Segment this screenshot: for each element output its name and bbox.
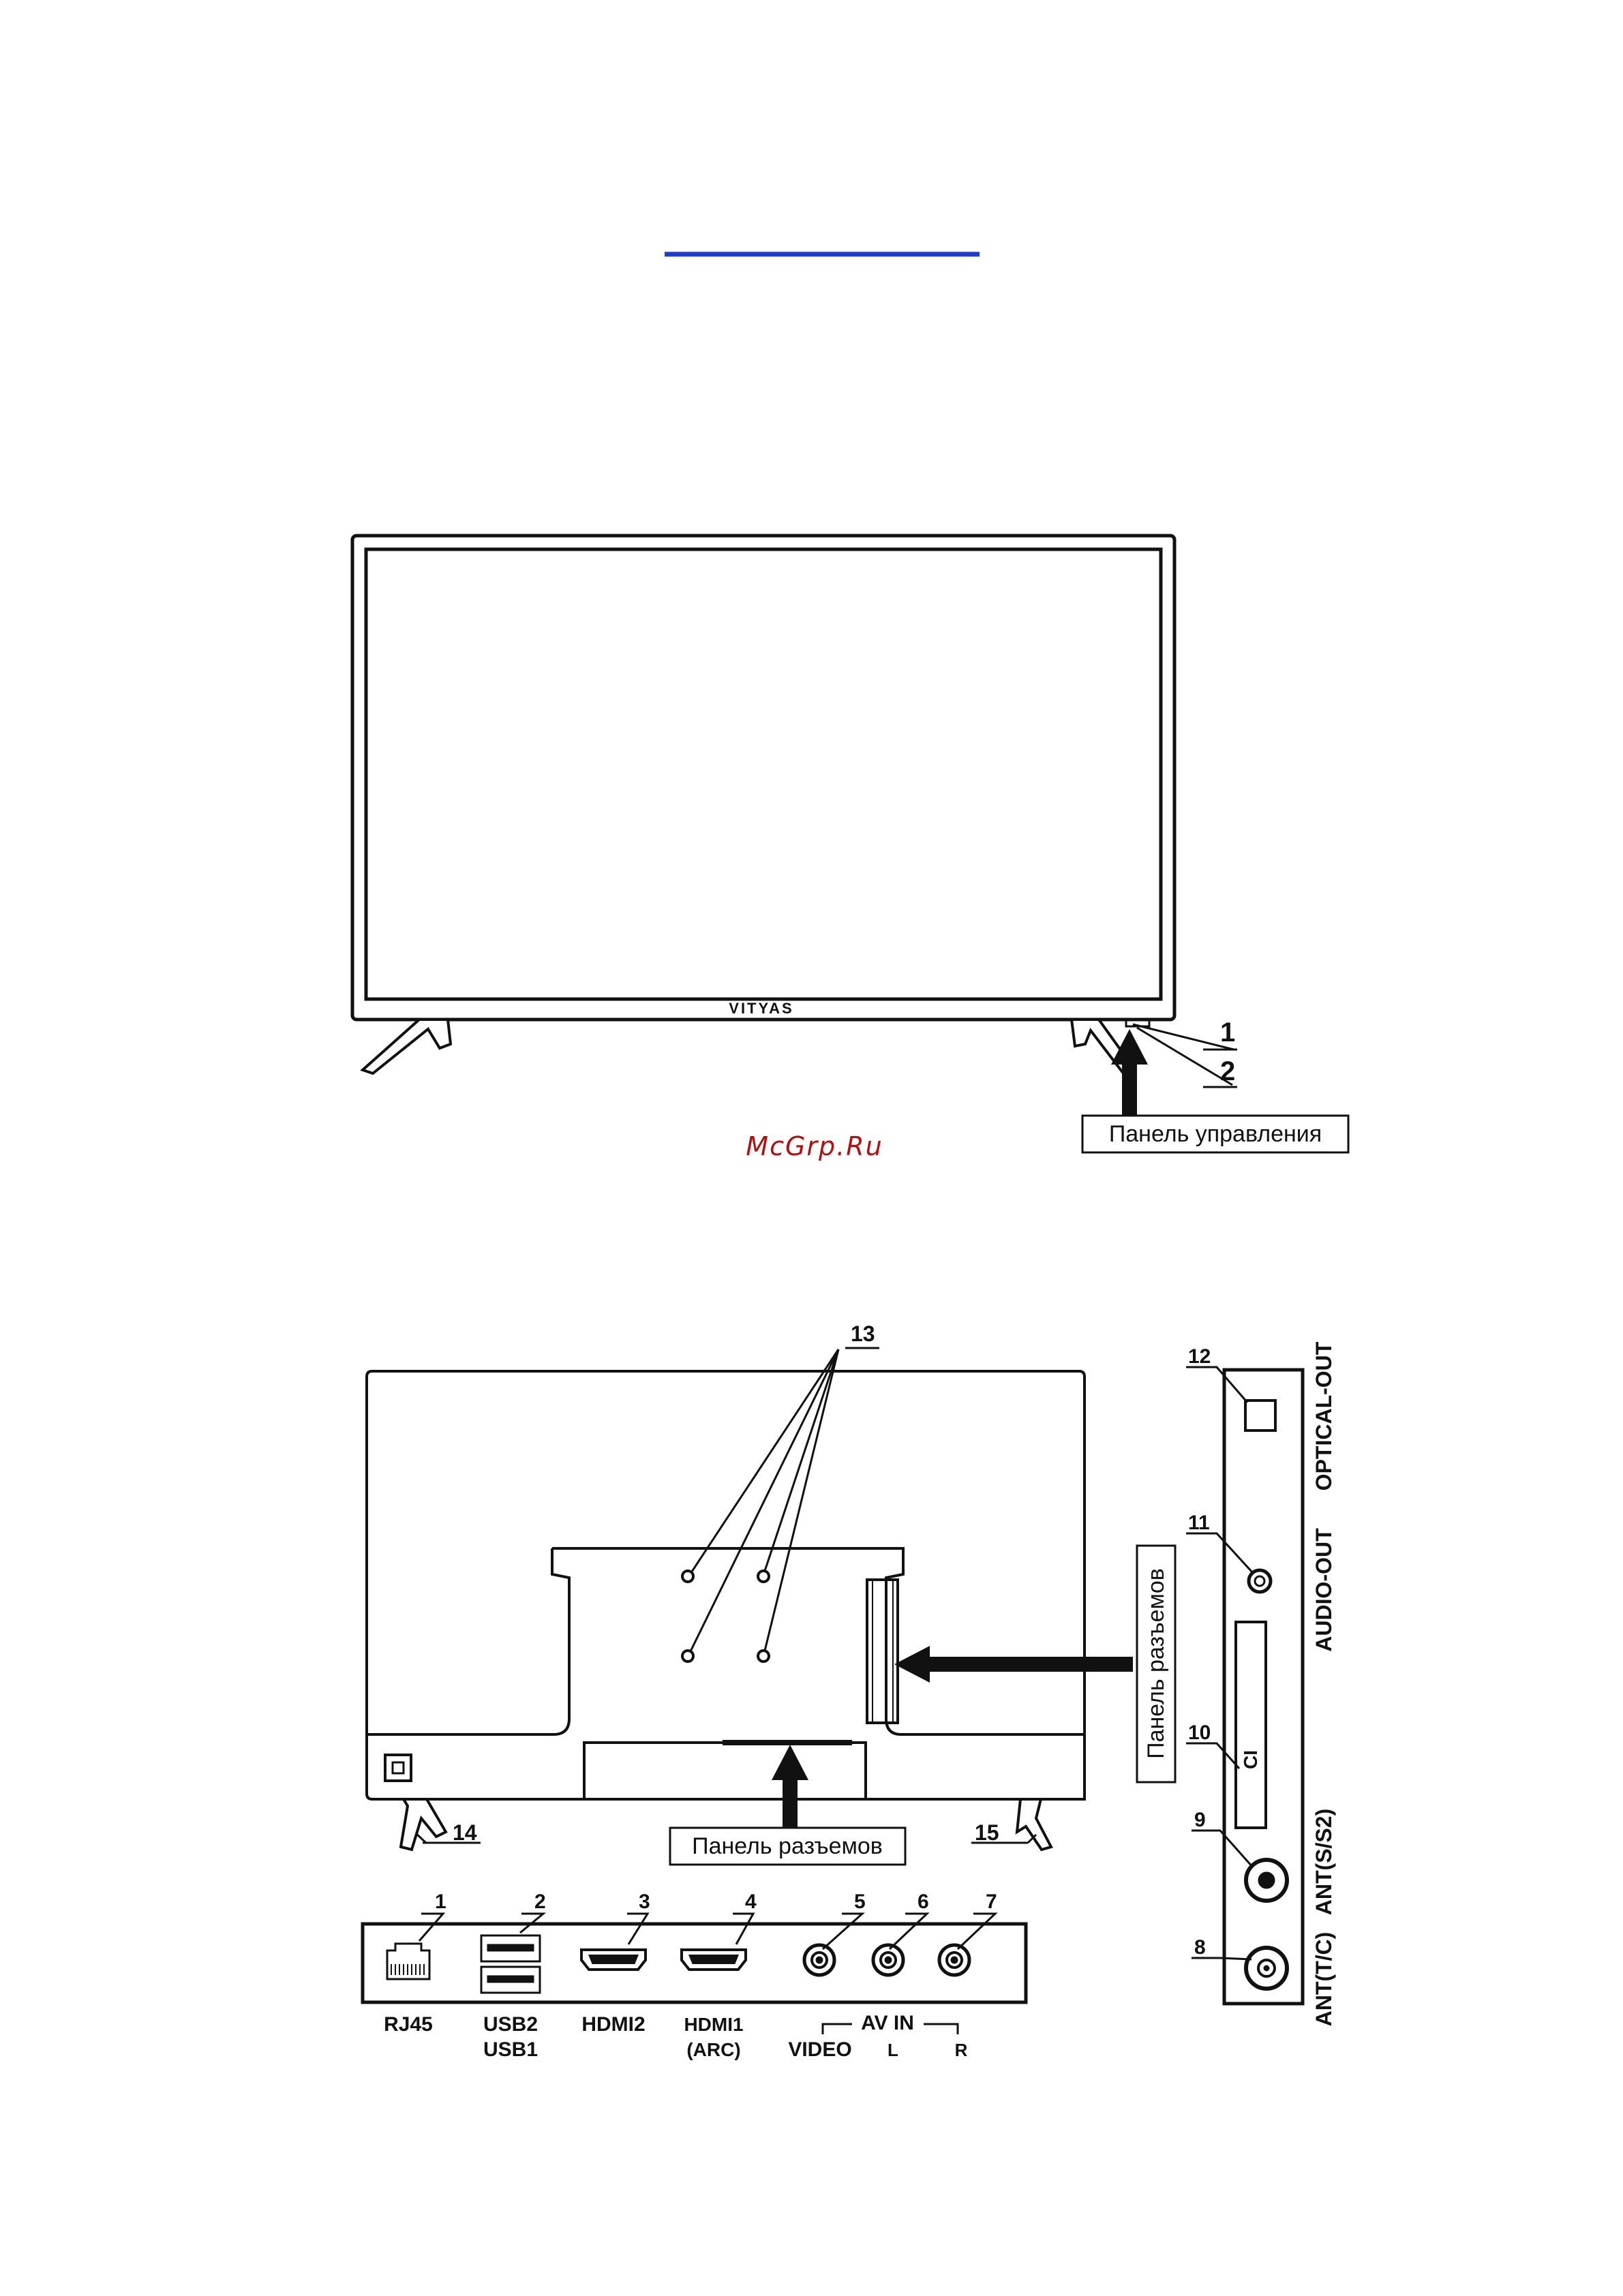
bottom-callout-3: 3 (639, 1891, 650, 1913)
brand-logo: VITYAS (729, 1000, 793, 1017)
front-stand-left (363, 1020, 451, 1073)
tv-front-view (352, 536, 1174, 1073)
mount-hole (758, 1571, 769, 1582)
label-hdmi2: HDMI2 (581, 2013, 645, 2036)
optical-out-port (1245, 1400, 1275, 1430)
hdmi1-port (682, 1950, 746, 1970)
callout-15: 15 (975, 1820, 999, 1845)
label-hdmi1: HDMI1 (684, 2014, 743, 2035)
side-callout-12: 12 (1188, 1345, 1211, 1368)
power-switch (385, 1755, 411, 1781)
usb-ports (481, 1935, 540, 1993)
ci-label: CI (1240, 1750, 1261, 1769)
hdmi2-port (581, 1950, 646, 1970)
front-callout-1: 1 (1220, 1017, 1235, 1047)
mount-hole (758, 1651, 769, 1662)
callout-14: 14 (453, 1820, 477, 1845)
bottom-callout-7: 7 (986, 1891, 997, 1913)
watermark: McGrp.Ru (746, 1131, 883, 1161)
label-arc: (ARC) (686, 2039, 740, 2060)
label-usb1: USB1 (483, 2038, 538, 2061)
rca-jacks (804, 1945, 969, 1975)
bottom-callout-4: 4 (745, 1891, 757, 1913)
mount-hole (682, 1651, 693, 1662)
label-l: L (888, 2040, 898, 2060)
ant-t-port (1246, 1948, 1287, 1989)
side-callout-11: 11 (1188, 1512, 1210, 1534)
bottom-callout-1: 1 (435, 1891, 446, 1913)
label-video: VIDEO (788, 2038, 851, 2061)
bottom-panel-arrow (772, 1745, 808, 1828)
tv-front-bezel (352, 536, 1174, 1020)
back-center-housing (552, 1548, 1084, 1734)
bottom-panel-label: Панель разъемов (692, 1833, 883, 1859)
side-panel-label: Панель разъемов (1143, 1568, 1169, 1759)
side-callout-9: 9 (1194, 1809, 1206, 1831)
mount-hole (682, 1571, 693, 1582)
label-usb2: USB2 (483, 2013, 538, 2036)
label-r: R (955, 2040, 968, 2060)
side-callout-8: 8 (1194, 1936, 1206, 1959)
label-av-in: AV IN (861, 2012, 914, 2034)
label-optical-out: OPTICAL-OUT (1311, 1341, 1336, 1490)
bottom-callout-2: 2 (534, 1891, 546, 1913)
callout-13: 13 (851, 1321, 875, 1346)
front-callout-2: 2 (1220, 1056, 1235, 1086)
control-panel-label: Панель управления (1109, 1121, 1322, 1147)
tv-back-view (367, 1371, 1084, 1850)
label-audio-out: AUDIO-OUT (1311, 1528, 1336, 1652)
label-rj45: RJ45 (384, 2013, 433, 2036)
bottom-connector-recess (584, 1743, 866, 1799)
bottom-callout-5: 5 (854, 1891, 866, 1913)
label-ant-s: ANT(S/S2) (1311, 1809, 1336, 1915)
tv-front-screen (366, 549, 1161, 999)
side-callout-10: 10 (1188, 1721, 1211, 1744)
rj45-port (387, 1944, 429, 1979)
side-panel-arrow (894, 1646, 1133, 1683)
ci-slot (1236, 1622, 1266, 1828)
bottom-panel-callouts: 1 2 3 4 5 6 7 (435, 1891, 997, 1913)
label-ant-t: ANT(T/C) (1311, 1932, 1336, 2027)
bottom-callout-6: 6 (917, 1891, 929, 1913)
